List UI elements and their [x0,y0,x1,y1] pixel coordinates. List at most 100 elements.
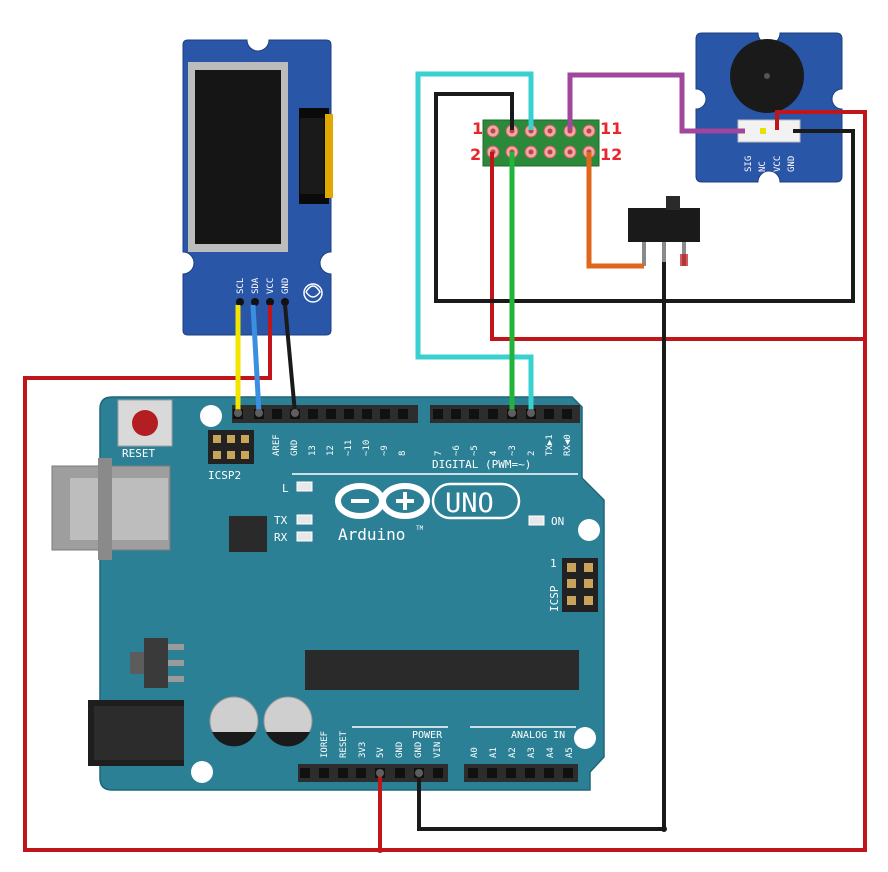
pin-socket [525,768,535,778]
pin-label-3: 12 [326,445,336,456]
mounting-hole [200,405,222,427]
oled-pin-label: SDA [251,277,261,294]
led-rx [296,531,313,542]
oled-logo-icon [303,283,323,303]
analog-pin-label: A2 [508,747,518,758]
icsp2-header [208,430,254,464]
slide-switch[interactable] [628,196,700,266]
header-pin-center [586,128,592,134]
power-title: POWER [412,730,443,741]
pin-socket [562,409,572,419]
pin-socket [272,409,282,419]
oled-module: SCL SDA VCC GND [178,35,336,336]
pin-label-1: GND [290,440,300,456]
pin-socket [433,768,443,778]
analog-pin-label: A4 [546,747,556,758]
power-pin-label: 5V [376,747,386,758]
pin-socket [506,768,516,778]
usb-connector [51,458,171,560]
reset-button[interactable] [117,399,173,447]
power-pin-label: IOREF [320,731,330,758]
digital-title: DIGITAL (PWM=~) [432,458,531,471]
power-pin-label: 3V3 [358,742,368,758]
pin-label-6: ~9 [380,445,390,456]
analog-pin-label: A1 [489,747,499,758]
power-header [298,764,448,782]
header-label-11: 11 [600,119,622,138]
wire-blue-sda [250,304,262,414]
buzzer-pin-label: NC [758,161,768,172]
pin-socket [380,409,390,419]
pin-label-d0: 7 [434,451,444,456]
uno-badge: UNO [431,482,521,520]
icsp2-label: ICSP2 [208,469,241,482]
pin-label-d6: TX▶1 [545,434,555,456]
mounting-hole [691,94,701,104]
power-pin-label: GND [414,742,424,758]
atmega-chip [305,650,579,690]
pin-socket [338,768,348,778]
arduino-brand: Arduino [338,525,405,544]
uno-text: UNO [445,488,494,519]
mounting-hole [253,35,263,45]
reset-label: RESET [122,447,155,460]
pin-label-d5: 2 [527,451,537,456]
analog-pin-label: A0 [470,747,480,758]
power-pin-label: RESET [339,730,349,758]
arduino-logo-icon [335,483,430,519]
led-l [296,481,313,492]
mounting-hole [574,727,596,749]
mounting-hole [326,258,336,268]
led-tx-label: TX [274,514,288,527]
pin-socket [451,409,461,419]
oled-pin-label: GND [281,278,291,294]
icsp-pin1-label: 1 [550,557,557,570]
oled-pin-label: VCC [266,278,276,294]
wires [23,71,867,852]
oled-pin [281,298,289,306]
mounting-hole [837,94,847,104]
pin-socket [469,409,479,419]
oled-pin-label: SCL [236,278,246,294]
icsp-header [562,558,598,612]
led-on-label: ON [551,515,564,528]
header-pin-center [547,128,553,134]
oled-pin [236,298,244,306]
header-pin-center [528,149,534,155]
arduino-pcb [99,396,605,791]
arduino-tm: TM [416,525,424,532]
pin-socket [544,768,554,778]
led-tx [296,514,313,525]
pin-label-d7: RX◀0 [563,434,573,456]
header-label-12: 12 [600,145,622,164]
pin-label-d1: ~6 [452,445,462,456]
buzzer-pin-label: VCC [773,156,783,172]
analog-pin-label: A3 [527,747,537,758]
pin-socket [468,768,478,778]
header-label-1: 1 [472,119,483,138]
capacitor-2 [263,696,313,747]
capacitor-1 [209,696,259,747]
pin-socket [362,409,372,419]
pin-label-0: AREF [272,434,282,456]
power-pin-label: VIN [433,742,443,758]
usb-chip [229,516,267,552]
mounting-hole [764,27,774,37]
header-pin-center [567,149,573,155]
wire-cyan [415,71,534,413]
header-pin-center [490,128,496,134]
digital-header-right [430,405,580,423]
oled-screen [195,70,281,244]
pin-label-d4: ~3 [508,445,518,456]
pin-label-d3: 4 [489,451,499,456]
pin-socket [356,768,366,778]
pin-socket [488,409,498,419]
pin-socket [326,409,336,419]
mounting-hole [191,761,213,783]
header-pin-center [547,149,553,155]
wire-red-buzzer-vcc [775,110,867,339]
header-label-2: 2 [470,145,481,164]
mounting-hole [764,178,774,188]
